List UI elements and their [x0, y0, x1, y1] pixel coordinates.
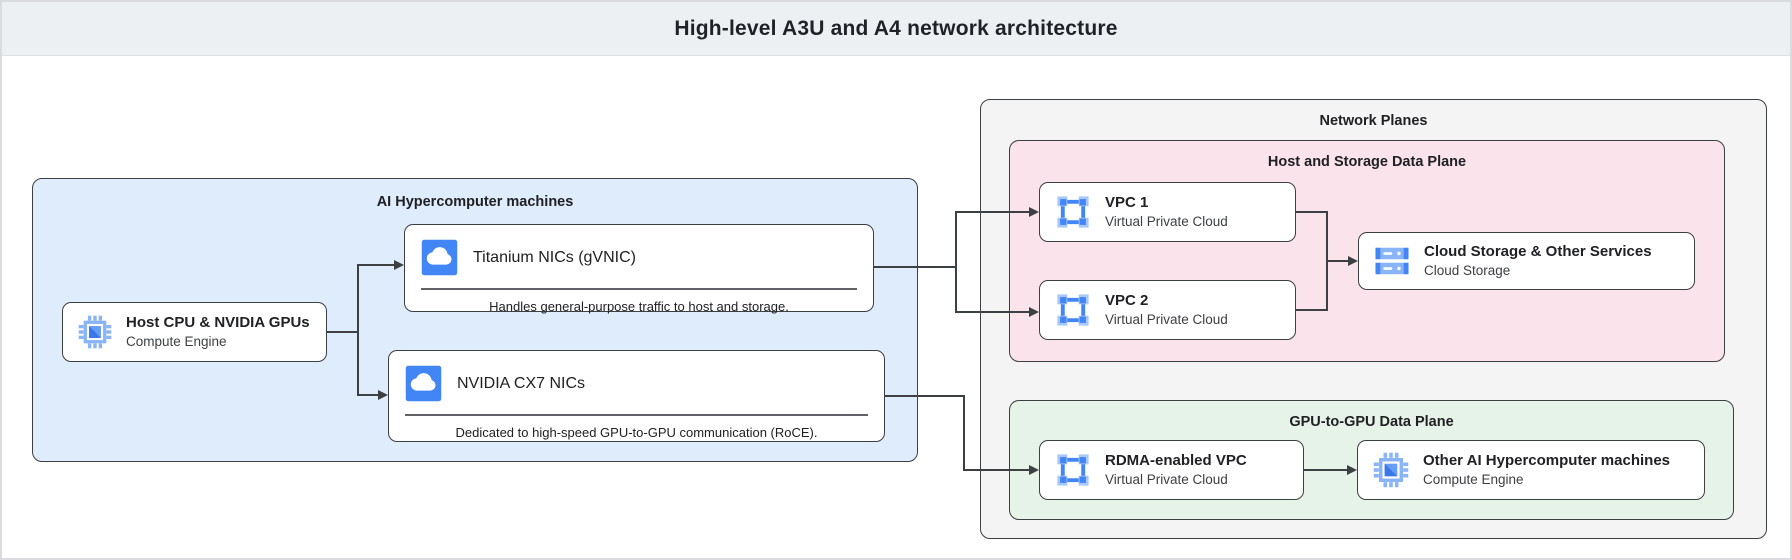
- node-caption: Handles general-purpose traffic to host …: [489, 299, 789, 314]
- node-subtitle: Compute Engine: [126, 333, 227, 349]
- vpc-icon: [1055, 452, 1091, 488]
- container-label: Network Planes: [1319, 113, 1428, 129]
- node-title: Cloud Storage & Other Services: [1424, 243, 1652, 261]
- cloud-nic-icon: [405, 365, 442, 402]
- container-label: Host and Storage Data Plane: [1267, 154, 1467, 170]
- diagram-title-bar: High-level A3U and A4 network architectu…: [2, 2, 1790, 56]
- node-titanium-nics: Titanium NICs (gVNIC) Handles general-pu…: [404, 224, 874, 314]
- node-title: VPC 2: [1105, 292, 1149, 310]
- node-subtitle: Virtual Private Cloud: [1105, 471, 1228, 487]
- node-rdma-enabled-vpc: RDMA-enabled VPC Virtual Private Cloud: [1039, 440, 1304, 500]
- divider: [421, 288, 857, 290]
- node-subtitle: Virtual Private Cloud: [1105, 213, 1228, 229]
- node-subtitle: Virtual Private Cloud: [1105, 311, 1228, 327]
- node-subtitle: Cloud Storage: [1424, 262, 1511, 278]
- divider: [405, 414, 868, 416]
- compute-engine-icon: [1373, 452, 1409, 488]
- node-title: Titanium NICs (gVNIC): [473, 248, 636, 266]
- node-title: RDMA-enabled VPC: [1105, 452, 1247, 470]
- node-title: NVIDIA CX7 NICs: [457, 374, 586, 392]
- node-title: VPC 1: [1105, 194, 1149, 212]
- node-host-cpu-nvidia-gpus: Host CPU & NVIDIA GPUs Compute Engine: [62, 302, 327, 362]
- node-title: Other AI Hypercomputer machines: [1423, 452, 1671, 470]
- node-subtitle: Compute Engine: [1423, 471, 1524, 487]
- vpc-icon: [1055, 194, 1091, 230]
- node-caption: Dedicated to high-speed GPU-to-GPU commu…: [455, 425, 818, 440]
- node-nvidia-cx7-nics: NVIDIA CX7 NICs Dedicated to high-speed …: [388, 350, 885, 442]
- compute-engine-icon: [78, 315, 112, 349]
- node-other-ai-hypercomputer-machines: Other AI Hypercomputer machines Compute …: [1357, 440, 1705, 500]
- vpc-icon: [1055, 292, 1091, 328]
- page-title: High-level A3U and A4 network architectu…: [674, 16, 1118, 40]
- container-label: GPU-to-GPU Data Plane: [1289, 414, 1454, 430]
- container-label: AI Hypercomputer machines: [376, 194, 574, 210]
- cloud-nic-icon: [421, 239, 458, 276]
- node-vpc-1: VPC 1 Virtual Private Cloud: [1039, 182, 1296, 242]
- node-cloud-storage-other-services: Cloud Storage & Other Services Cloud Sto…: [1358, 232, 1695, 290]
- node-title: Host CPU & NVIDIA GPUs: [126, 314, 310, 332]
- cloud-storage-icon: [1375, 247, 1409, 275]
- node-vpc-2: VPC 2 Virtual Private Cloud: [1039, 280, 1296, 340]
